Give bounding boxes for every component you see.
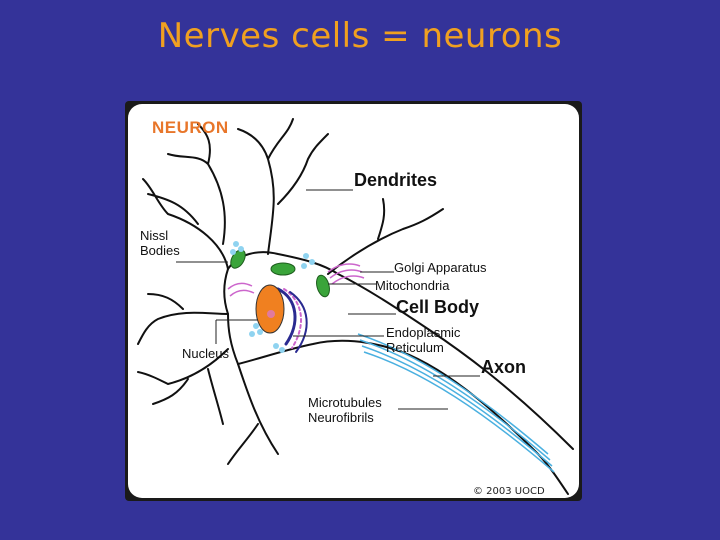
- nucleolus-shape: [267, 310, 275, 318]
- endoplasmic-reticulum: [276, 287, 308, 353]
- neuron-drawing: [137, 118, 574, 495]
- label-golgi-apparatus: Golgi Apparatus: [394, 260, 487, 275]
- label-endoplasmic-reticulum: Endoplasmic Reticulum: [386, 325, 461, 355]
- slide-title: Nerves cells = neurons: [157, 16, 563, 56]
- label-dendrites: Dendrites: [354, 170, 438, 190]
- label-nucleus: Nucleus: [182, 346, 229, 361]
- label-axon: Axon: [481, 357, 526, 377]
- copyright-notice: © 2003 UOCD: [473, 486, 545, 497]
- nissl-body-dots: [230, 241, 315, 353]
- label-cell-body: Cell Body: [396, 297, 480, 317]
- neuron-heading: NEURON: [152, 118, 229, 137]
- label-nissl-bodies: Nissl Bodies: [140, 228, 180, 258]
- neuron-figure: NEURON Dendrites Nissl Bodies Golgi Appa…: [128, 104, 579, 498]
- golgi-apparatus: [227, 263, 365, 297]
- axon-fibrils: [357, 333, 555, 473]
- label-mitochondria: Mitochondria: [375, 278, 450, 293]
- nucleus-shape: [255, 284, 285, 334]
- leader-lines: [176, 189, 480, 410]
- label-microtubules-neurofibrils: Microtubules Neurofibrils: [308, 395, 382, 425]
- neuron-figure-frame: NEURON Dendrites Nissl Bodies Golgi Appa…: [125, 101, 582, 501]
